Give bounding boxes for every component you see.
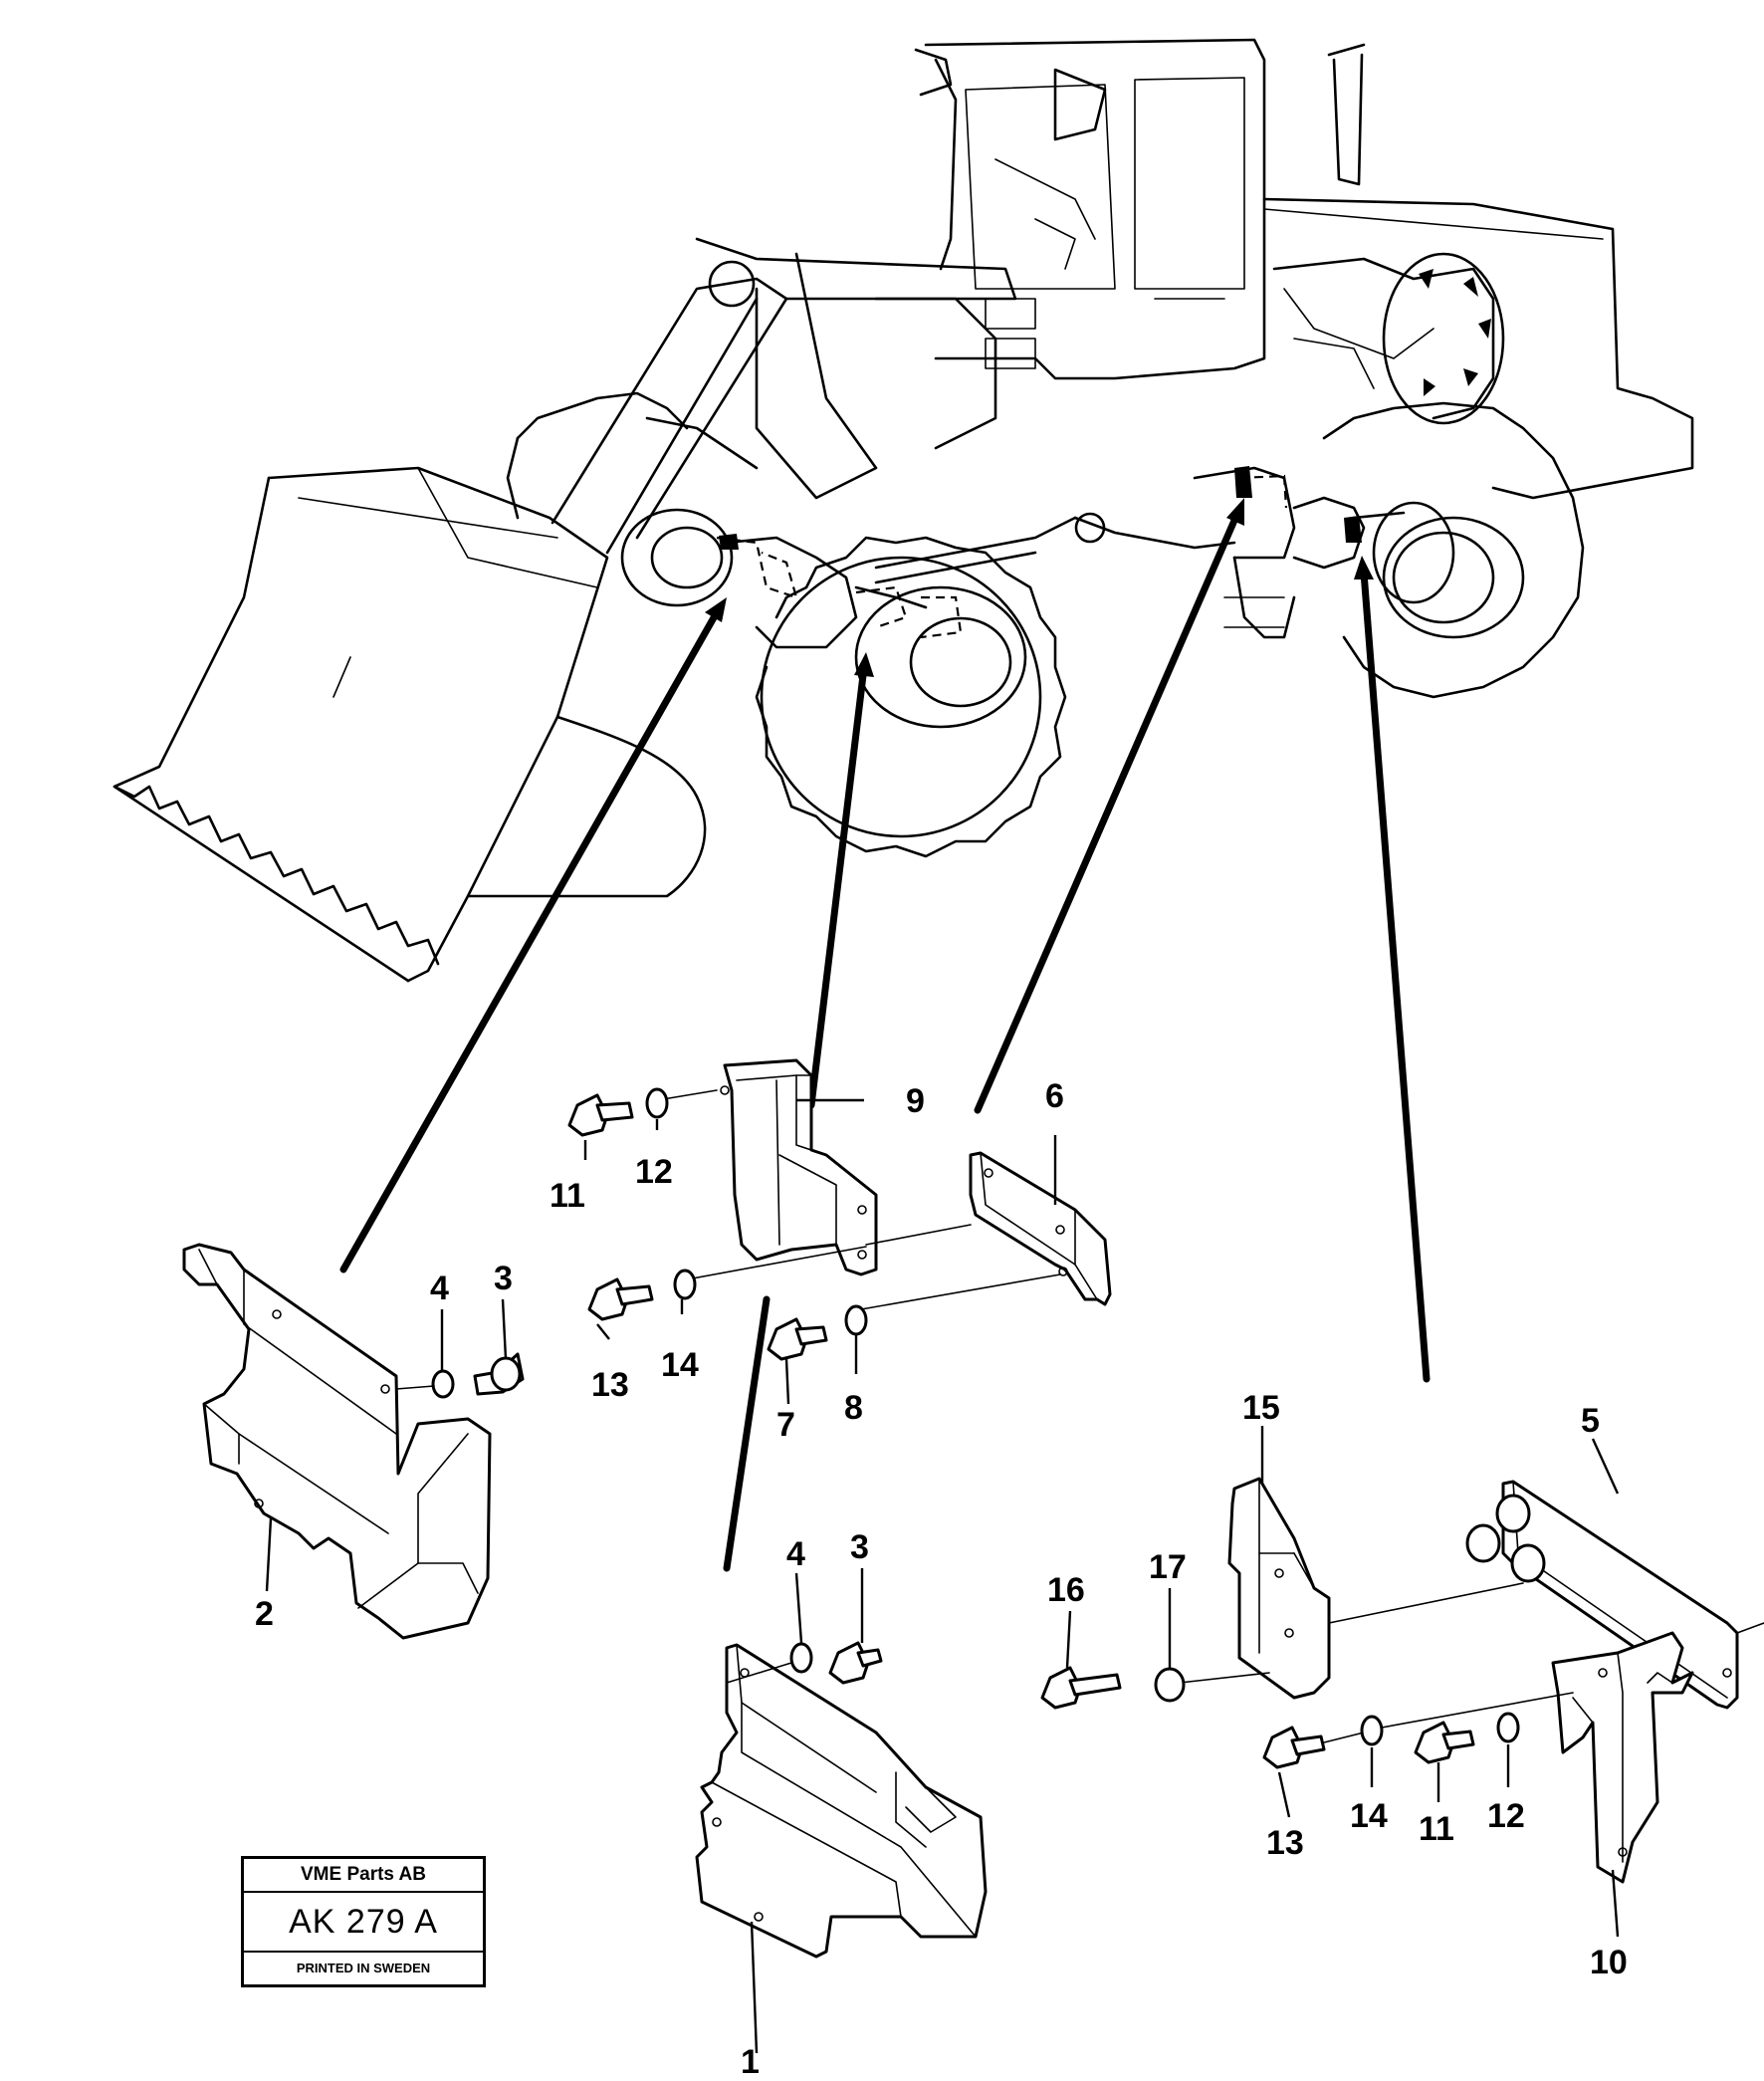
- bolt-11-upper: [567, 1089, 718, 1137]
- part-10-bracket: [1551, 1631, 1694, 1884]
- arrow-head-5: [1354, 556, 1374, 579]
- front-guard-outline: [716, 534, 963, 639]
- cab: [914, 38, 1266, 380]
- callout-17: 17: [1149, 1548, 1187, 1586]
- arrow-part-1: [723, 1295, 771, 1572]
- washer-12-upper: [645, 1087, 669, 1119]
- arrow-head-2: [705, 597, 727, 622]
- arrow-part-5: [1360, 569, 1431, 1383]
- callout-8: 8: [844, 1389, 863, 1427]
- exhaust-pipe: [1327, 43, 1366, 186]
- callout-1: 1: [741, 2043, 760, 2076]
- callout-10: 10: [1590, 1944, 1628, 1981]
- front-wheel: [755, 536, 1067, 858]
- engine-hood: [1262, 197, 1694, 500]
- arrow-part-6: [974, 512, 1240, 1114]
- bucket: [112, 466, 707, 983]
- washer-4-left: [395, 1369, 455, 1399]
- wheel-loader-illustration: [112, 38, 1694, 983]
- callout-6: 6: [1045, 1077, 1064, 1115]
- callout-14-lower: 14: [1350, 1797, 1388, 1835]
- arrow-head-6: [1226, 498, 1244, 526]
- rear-guard-outline: [1234, 466, 1362, 543]
- connector-lines-bracket-plate: [686, 1224, 1061, 1310]
- part-2-guard: [182, 1243, 492, 1640]
- washer-14-upper: [673, 1269, 697, 1300]
- callout-2: 2: [255, 1595, 274, 1633]
- bolt-16: [1040, 1666, 1122, 1710]
- arrow-part-2: [339, 608, 721, 1273]
- front-axle: [620, 508, 1236, 649]
- company-name: VME Parts AB: [244, 1859, 483, 1893]
- bolt-3-left: [473, 1352, 525, 1396]
- connector-lines-part-5: [1179, 1582, 1524, 1684]
- washer-17: [1154, 1667, 1186, 1703]
- callout-labels: 9 6 11 12 4 3 13 14 7 8 2 15 5 4 3 16 17…: [255, 1077, 1628, 2081]
- callout-15: 15: [1242, 1389, 1280, 1427]
- arrow-part-9: [807, 663, 868, 1109]
- callout-11-upper: 11: [550, 1177, 585, 1215]
- callout-7: 7: [776, 1406, 795, 1444]
- callout-11-lower: 11: [1419, 1810, 1454, 1848]
- part-6-plate: [969, 1151, 1112, 1306]
- bolt-13-lower: [1262, 1726, 1365, 1769]
- callout-5: 5: [1581, 1402, 1600, 1440]
- part-9-bracket: [720, 1058, 878, 1276]
- bolt-7: [767, 1317, 828, 1361]
- assembly-arrows: [339, 498, 1431, 1572]
- callout-4-lower: 4: [786, 1535, 805, 1573]
- callout-13-upper: 13: [591, 1366, 629, 1404]
- arrow-head-9: [854, 652, 874, 677]
- callout-14-upper: 14: [661, 1346, 699, 1384]
- washer-12-lower: [1496, 1712, 1520, 1743]
- callout-3-lower: 3: [850, 1528, 869, 1566]
- drawing-code: AK 279 A: [244, 1893, 483, 1953]
- callout-13-lower: 13: [1266, 1824, 1304, 1862]
- callout-4-left: 4: [430, 1270, 449, 1307]
- callout-12-upper: 12: [635, 1153, 673, 1191]
- leader-lines: [265, 1098, 1620, 2054]
- bolt-13-upper: [587, 1277, 654, 1321]
- bolt-3-lower: [828, 1641, 883, 1685]
- rear-left-wheel: [506, 391, 689, 520]
- lift-arms: [551, 237, 1017, 555]
- washer-4-lower: [726, 1642, 813, 1684]
- bolt-11-lower: [1414, 1721, 1475, 1764]
- callout-3-left: 3: [494, 1260, 513, 1297]
- callout-16: 16: [1047, 1571, 1085, 1609]
- washer-8: [844, 1304, 868, 1336]
- part-15-bracket: [1227, 1477, 1331, 1700]
- print-origin: PRINTED IN SWEDEN: [296, 1961, 431, 1975]
- part-1-guard: [695, 1643, 988, 1959]
- title-block: VME Parts AB AK 279 A PRINTED IN SWEDEN: [241, 1856, 486, 1987]
- callout-9: 9: [906, 1082, 925, 1120]
- callout-12-lower: 12: [1487, 1797, 1525, 1835]
- rear-axle: [1193, 466, 1455, 639]
- washer-14-lower: [1360, 1692, 1574, 1746]
- rear-right-wheel: [1322, 401, 1585, 699]
